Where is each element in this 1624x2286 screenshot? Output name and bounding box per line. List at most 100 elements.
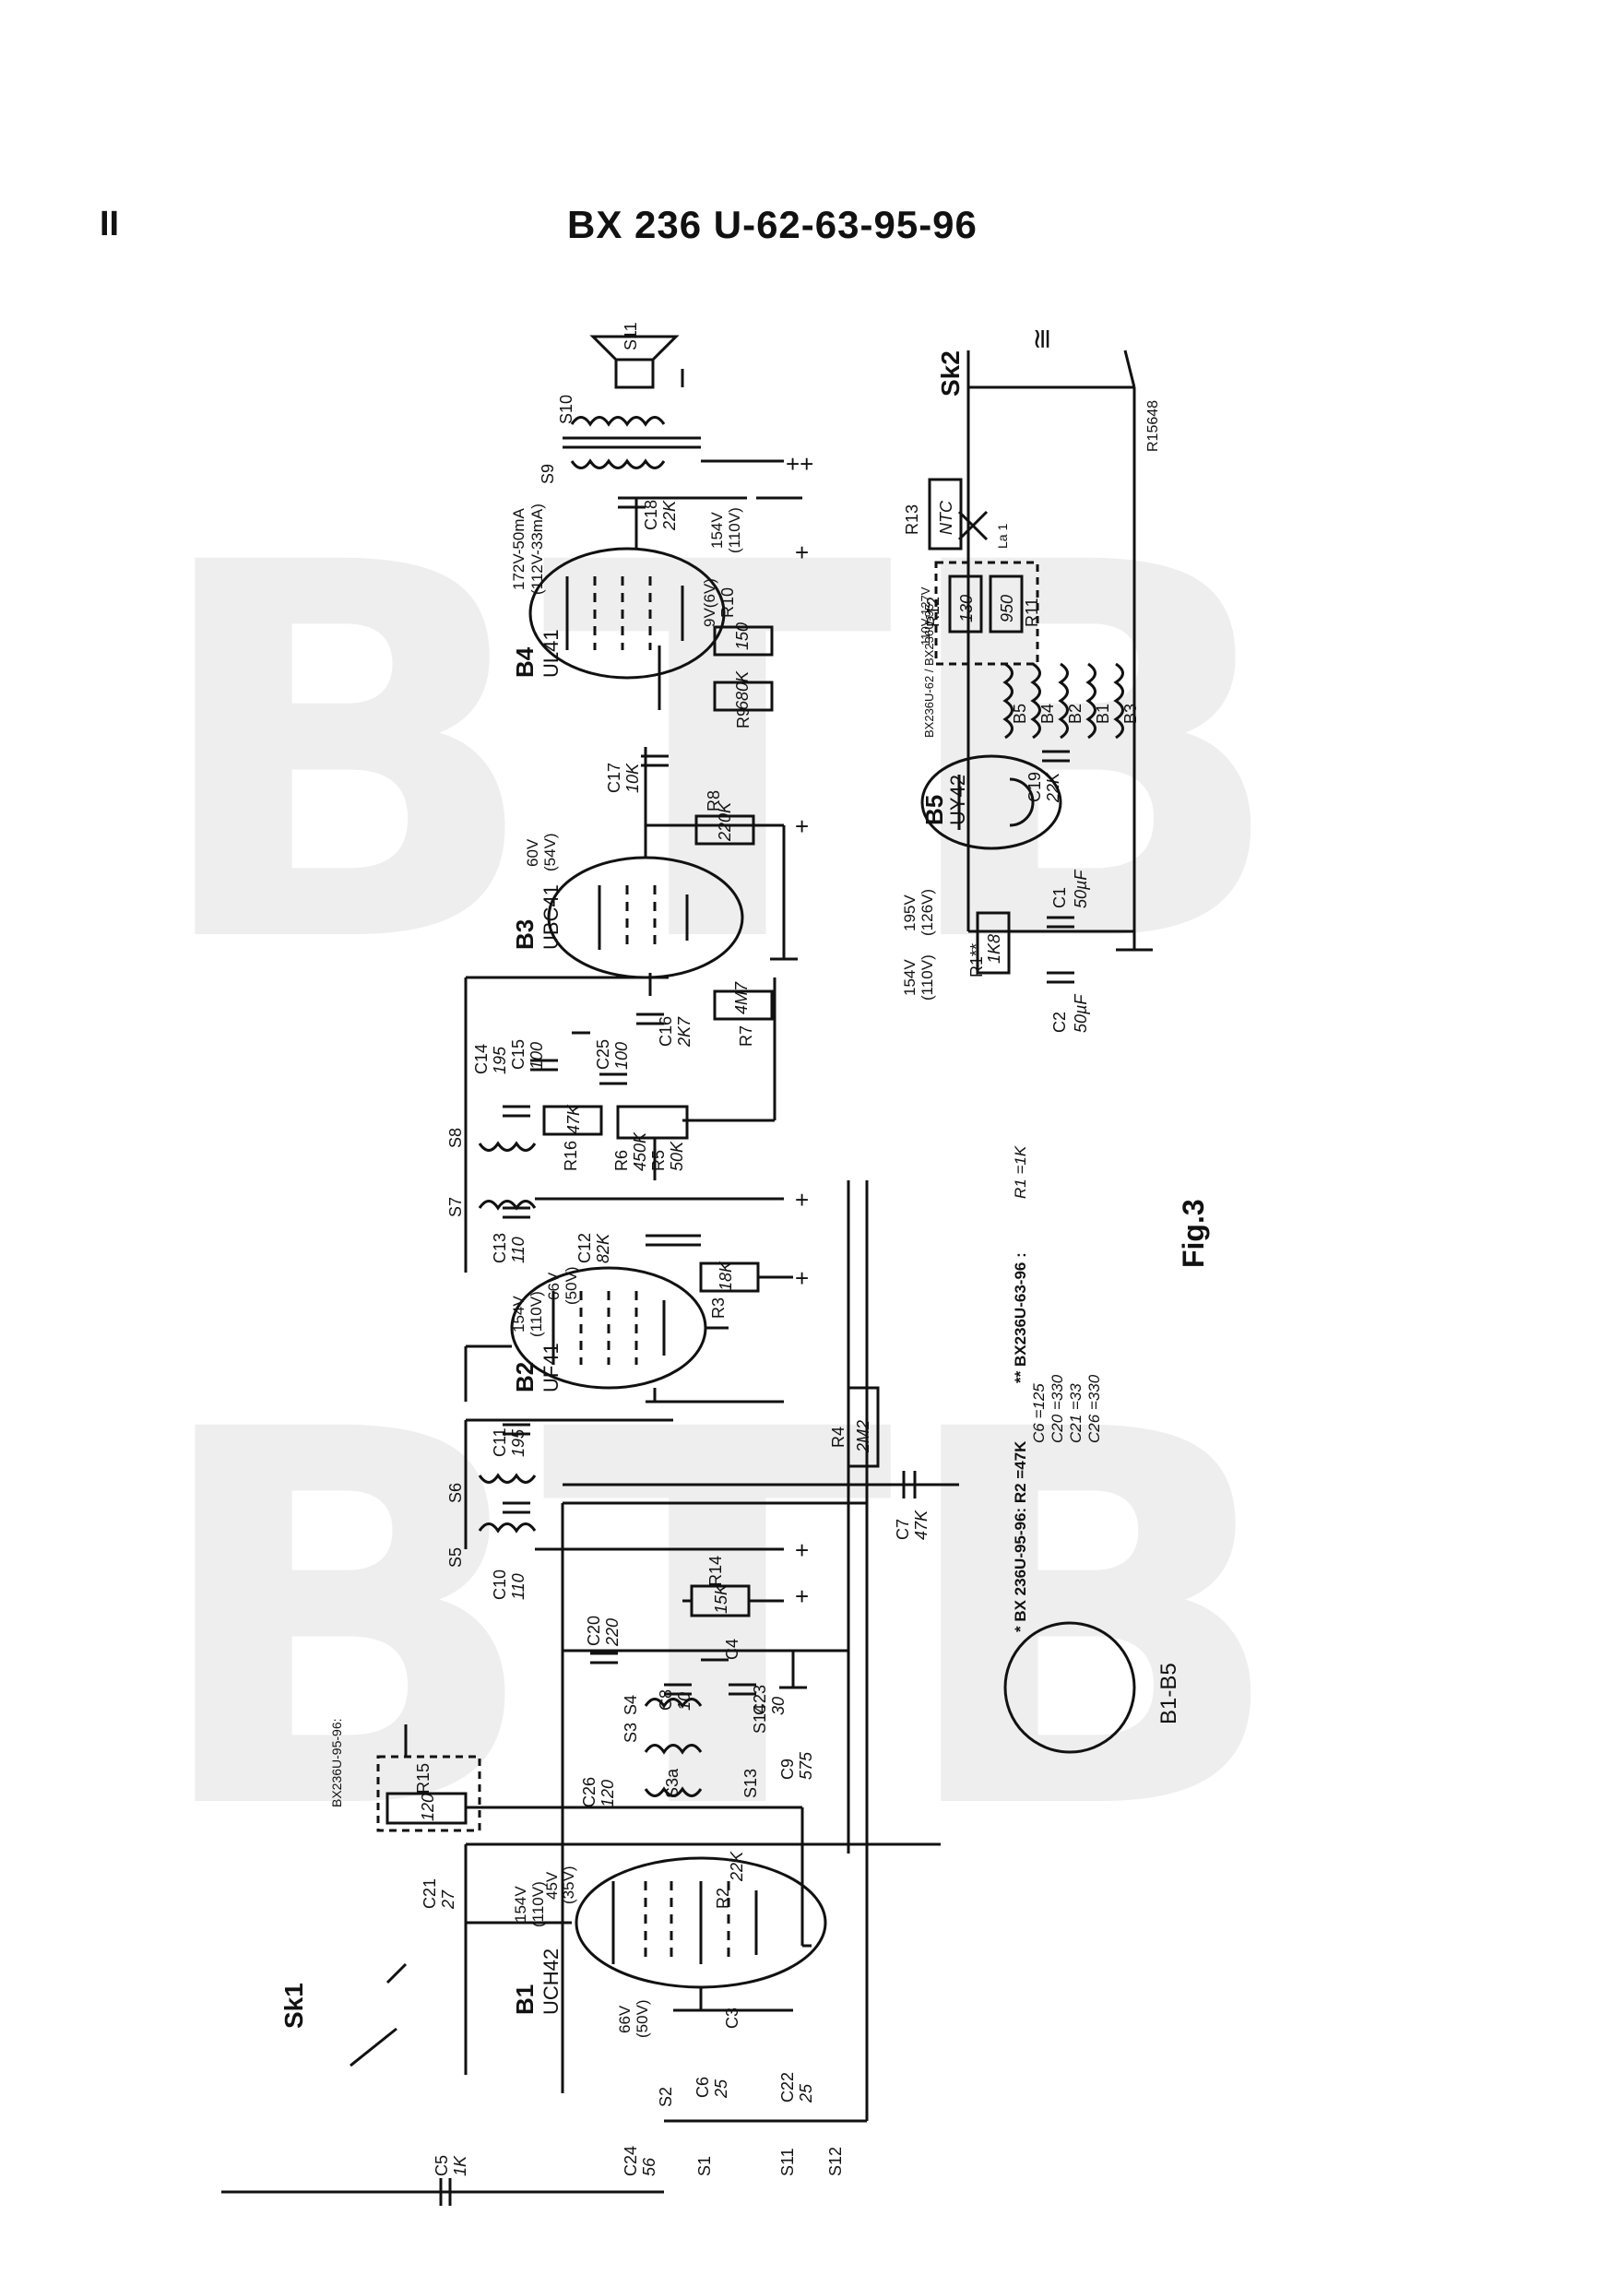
c22-value: 25 [797, 2083, 815, 2103]
s13-label: S13 [741, 1769, 760, 1798]
plusplus-marker: ++ [786, 450, 813, 478]
plus-marker-2: + [795, 1536, 809, 1564]
b4-current: 172V-50mA [510, 508, 528, 590]
r3-label: R3 [709, 1297, 728, 1319]
s3a-label: S3a [663, 1768, 682, 1798]
c13-value: 110 [509, 1237, 528, 1263]
b4-v-110: (110V) [726, 507, 743, 553]
c19-label: C19 [1025, 772, 1044, 802]
b3-v-54: (54V) [541, 833, 559, 871]
b2-v-66: 66V [545, 1272, 563, 1300]
c12-value: 82K [594, 1233, 612, 1263]
c8-value: 10 [675, 1692, 693, 1711]
c17-label: C17 [605, 763, 623, 793]
s11-speaker-label: S11 [622, 322, 640, 350]
c10-label: C10 [491, 1569, 509, 1600]
heater-b1: B1 [1094, 704, 1112, 724]
s14-label: S14 [751, 1704, 769, 1734]
c7-label: C7 [894, 1519, 912, 1540]
c12-label: C12 [575, 1233, 594, 1263]
tube-b2-ref: B2 [511, 1362, 539, 1392]
b3-v-60: 60V [524, 838, 541, 867]
c11-label: C11 [491, 1427, 509, 1457]
c25-value: 100 [612, 1042, 631, 1070]
page-title: BX 236 U-62-63-95-96 [567, 203, 978, 246]
s10-label: S10 [557, 395, 575, 424]
r13-value: NTC [937, 500, 955, 535]
b4-v-9: 9V(6V) [701, 578, 718, 627]
tube-b2-type: UF41 [539, 1343, 563, 1392]
r10-value: 150 [733, 622, 752, 650]
c18-label: C18 [642, 500, 660, 530]
r15-value: 120 [419, 1794, 437, 1821]
c24-label: C24 [622, 2146, 640, 2176]
c1-label: C1 [1050, 887, 1069, 908]
r16-value: 47K [564, 1104, 583, 1134]
watermark-bottom: BTB [148, 1322, 1287, 1924]
r4-value: 2M2 [854, 1420, 872, 1453]
c21-value: 27 [439, 1889, 457, 1910]
r13-label: R13 [903, 504, 921, 535]
r15-label: R15 [414, 1763, 433, 1794]
note-star-c20: C20 =330 [1049, 1374, 1066, 1443]
r1-value: 1K8 [985, 934, 1003, 964]
c5-value: 1K [451, 2155, 469, 2176]
c22-label: C22 [778, 2072, 797, 2102]
b1-v-50: (50V) [634, 1999, 651, 2038]
r9-value: 680K [733, 670, 752, 710]
tube-b5-type: UY42 [946, 775, 969, 825]
c11-value: 195 [509, 1428, 528, 1457]
tube-b1-ref: B1 [511, 1984, 539, 2015]
r12-label: R12 [924, 597, 942, 627]
s7-label: S7 [446, 1197, 465, 1217]
lamp-label: La 1 [995, 524, 1010, 549]
c26-label: C26 [580, 1777, 599, 1807]
b2-v-110: (110V) [528, 1291, 545, 1337]
figure-caption: Fig.3 [1177, 1199, 1210, 1268]
c2-label: C2 [1050, 1012, 1069, 1033]
c7-value: 47K [912, 1510, 931, 1540]
c10-value: 110 [509, 1573, 528, 1600]
s6-label: S6 [446, 1483, 465, 1503]
plus-marker-6: + [795, 539, 809, 566]
c9-value: 575 [797, 1751, 815, 1780]
note-star-c26: C26 =330 [1085, 1374, 1103, 1443]
b4-current-alt: (112V-33mA) [528, 503, 546, 595]
variant-b5-note: BX236U-62 / BX236U-95 [922, 604, 936, 738]
r5-value: 50K [668, 1141, 686, 1171]
socket-base-label: B1-B5 [1156, 1663, 1181, 1724]
heater-b3: B3 [1121, 704, 1140, 724]
r4-label: R4 [829, 1427, 848, 1448]
c14-value: 195 [491, 1046, 509, 1074]
heater-b2: B2 [1066, 704, 1085, 724]
s1-label: S1 [695, 2156, 714, 2176]
r2-value: 22K [728, 1851, 746, 1882]
ps-v-154: 154V [901, 959, 919, 996]
r14-value: 15K [712, 1583, 730, 1614]
c9-label: C9 [778, 1759, 797, 1780]
b1-v-45: 45V [543, 1871, 561, 1900]
c19-value: 22K [1044, 772, 1062, 803]
tube-b5-ref: B5 [920, 795, 948, 825]
s4-label: S4 [622, 1695, 640, 1715]
page-number: II [100, 205, 120, 243]
b1-v-66: 66V [616, 2005, 634, 2033]
c16-value: 2K7 [675, 1016, 693, 1048]
c6-value: 25 [712, 2079, 730, 2099]
watermark-top: BTB [148, 456, 1287, 1057]
c23-label: C23 [751, 1685, 769, 1715]
ps-v-195: 195V [901, 894, 919, 931]
r3-value: 18K [717, 1261, 735, 1291]
c24-value: 56 [640, 2157, 658, 2176]
r12-value: 130 [957, 595, 976, 622]
s3-label: S3 [622, 1723, 640, 1743]
socket-sk2: Sk2 [936, 350, 965, 397]
r10-label: R10 [718, 587, 737, 618]
c16-label: C16 [657, 1016, 675, 1047]
c8-label: C8 [657, 1689, 675, 1711]
c26-value: 120 [599, 1780, 617, 1807]
c4-label: C4 [723, 1639, 741, 1660]
r2-label: R2 [714, 1888, 732, 1909]
variant-r15-note: BX236U-95-96: [329, 1718, 344, 1807]
